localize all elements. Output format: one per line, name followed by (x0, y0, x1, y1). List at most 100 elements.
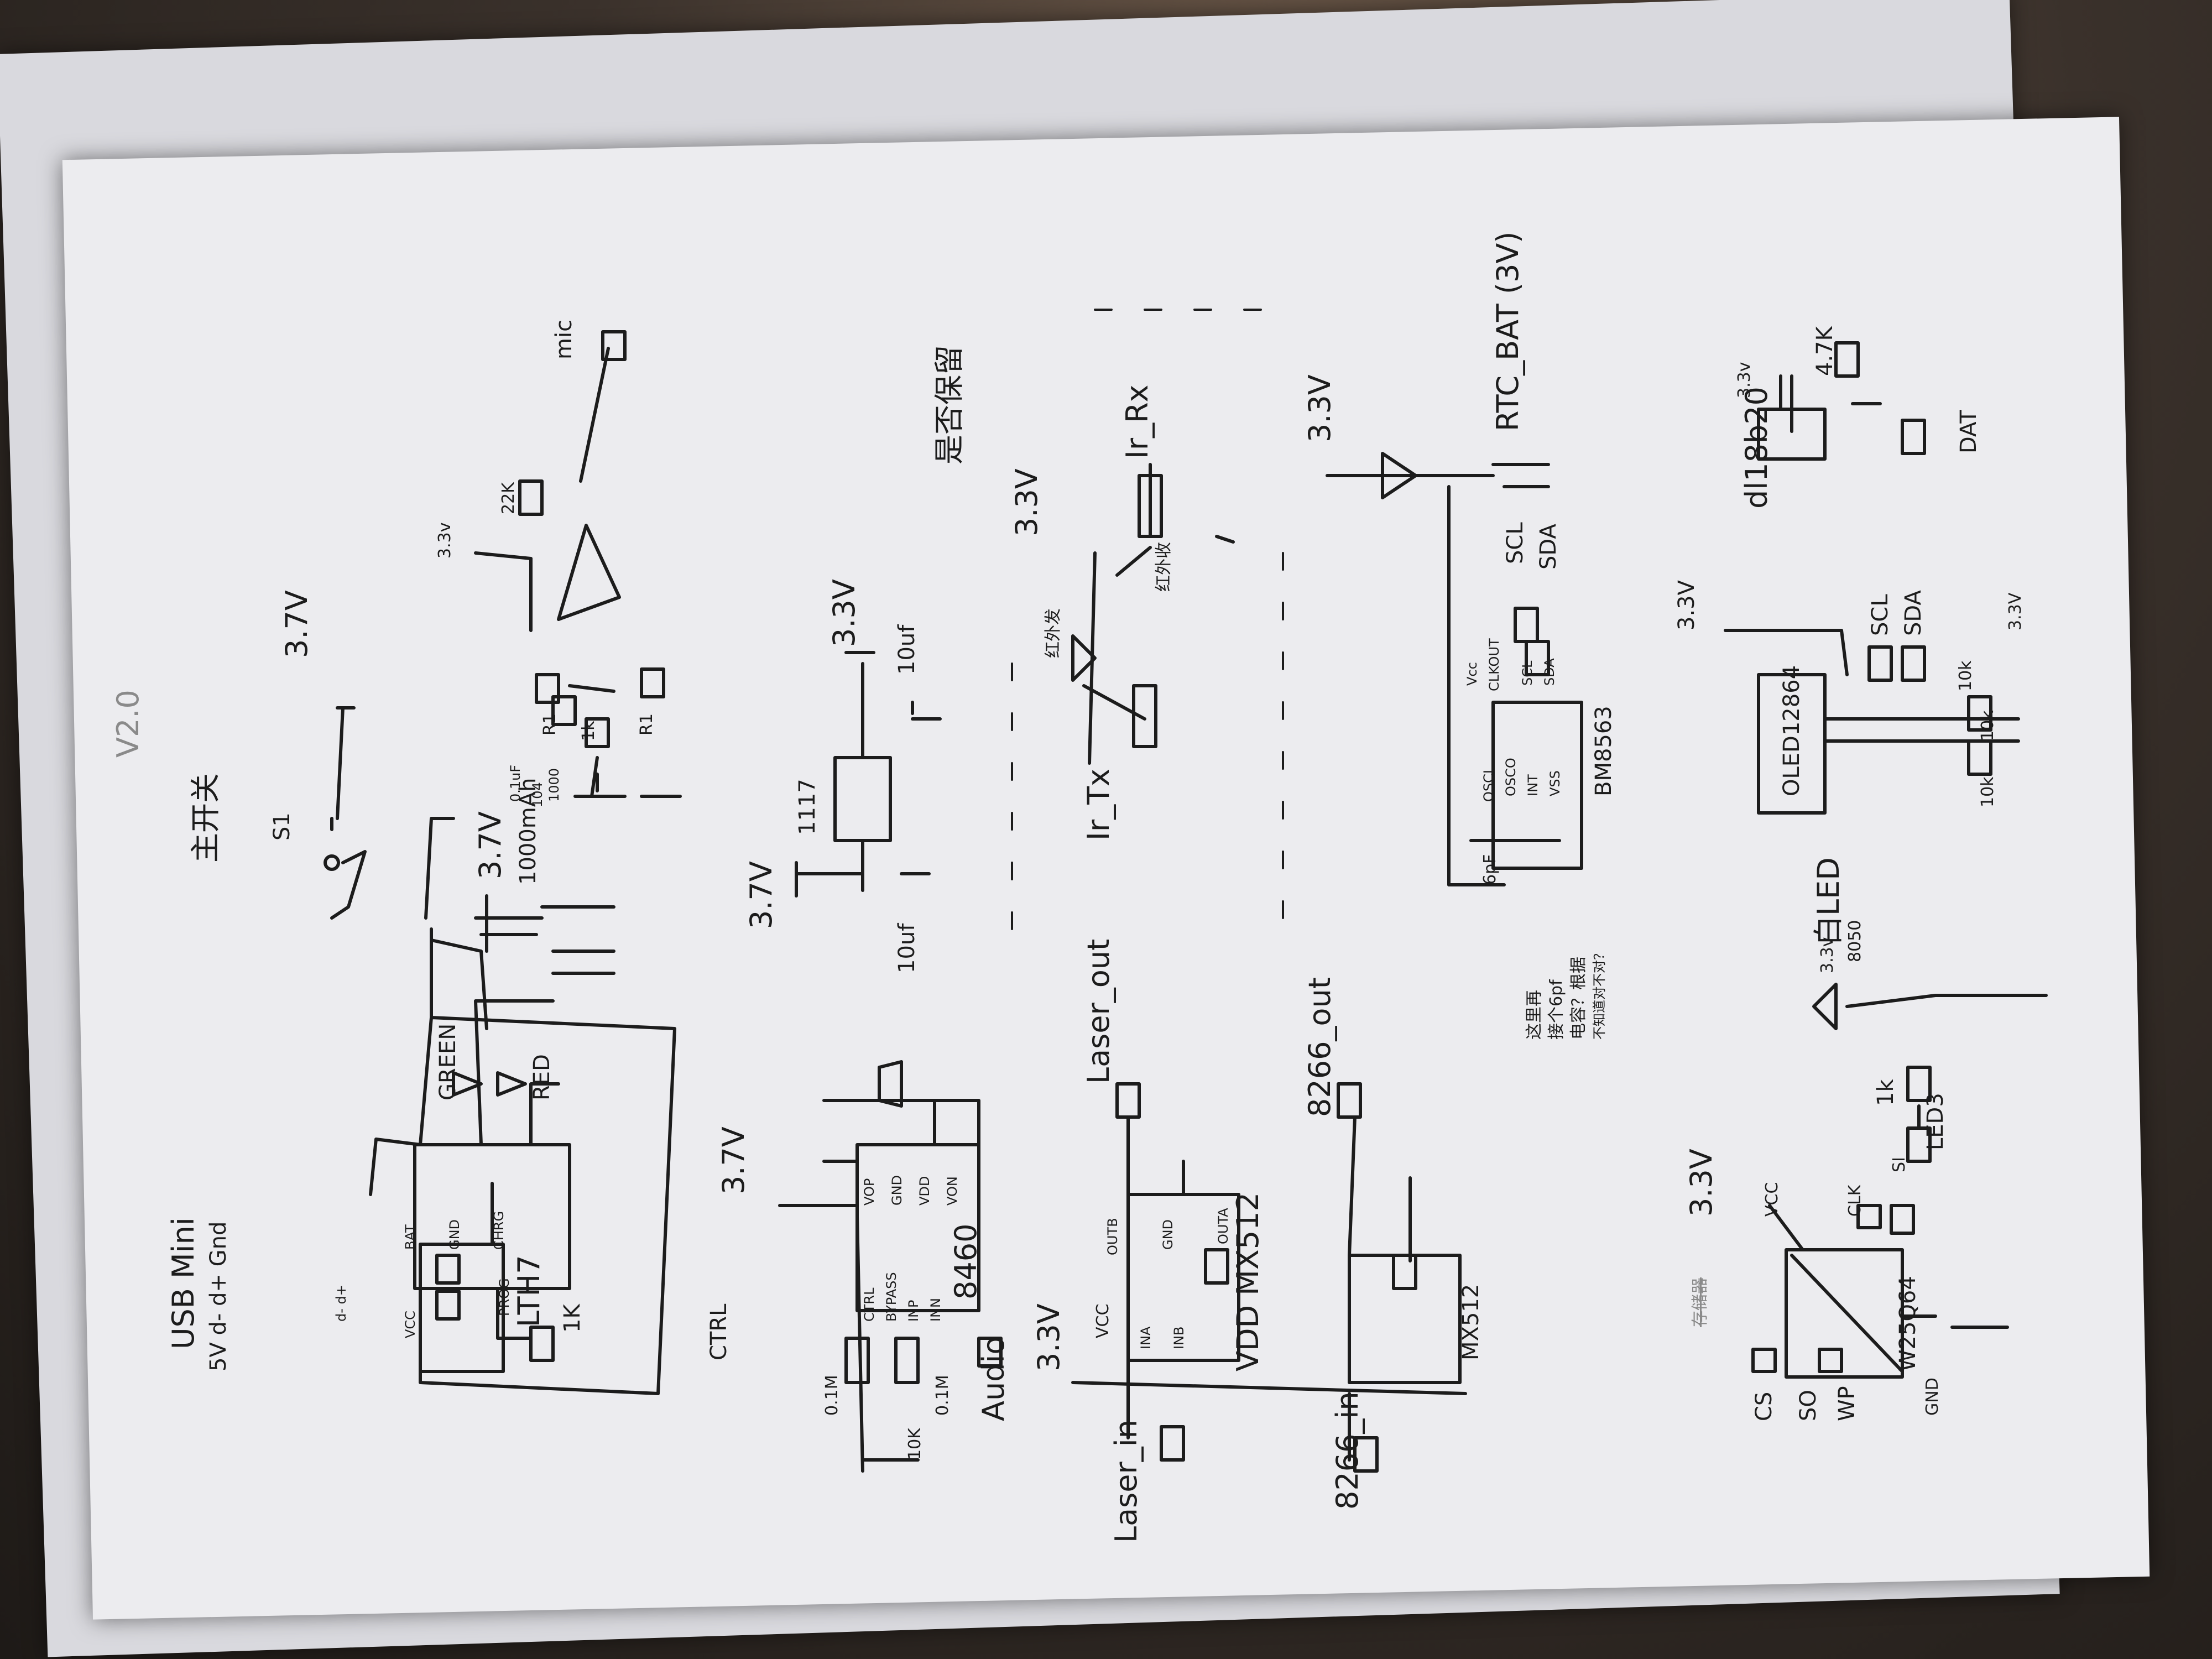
flash-ic-body (1785, 1248, 1904, 1379)
amp-part-1-label: 0.1M (822, 1375, 842, 1416)
amp-bypass-pin: BYPASS (884, 1272, 899, 1322)
rtc-battery-label: RTC_BAT (3V) (1490, 231, 1525, 432)
temp-pullup-label: 4.7K (1812, 326, 1838, 376)
ldo-section (795, 651, 942, 898)
oled-display-label: OLED12864 (1779, 665, 1804, 796)
amp-gnd-pin: GND (889, 1175, 905, 1206)
laser-in-label: Laser_in (1109, 1420, 1144, 1543)
esp-out-label: 8266_out (1302, 977, 1337, 1117)
charger-prog-label: PROG (497, 1278, 512, 1316)
laser-vcc-pin: VCC (1093, 1303, 1113, 1338)
oled-scl-label: SCL (1867, 594, 1893, 636)
rtc-scl-pin-label: SCL (1520, 660, 1535, 686)
ir-rail-label: 3.3V (1009, 468, 1044, 536)
mic-preamp-section (474, 330, 682, 798)
audio-rail-label: 3.7V (716, 1126, 751, 1194)
oled-rail-label: 3.3V (1674, 580, 1699, 630)
switch-ref-label: S1 (269, 812, 295, 841)
flash-section (1751, 1204, 2009, 1379)
audio-out-label: Audio (976, 1336, 1011, 1421)
oled-pullup-1-label: 10k (1956, 660, 1975, 691)
oled-section (1724, 629, 2020, 815)
mic-rail-label: 3.3v (435, 522, 455, 559)
green-led-symbol (452, 1071, 483, 1097)
mic-1k-label: 1k (579, 721, 598, 741)
flash-so-pin: SO (1796, 1390, 1821, 1421)
ldo-ic-body (833, 756, 892, 842)
mic-cap-label: 0.1uF (508, 764, 523, 802)
flash-crossed-label: 存储器 (1691, 1277, 1710, 1327)
flash-cs-pin: CS (1751, 1391, 1777, 1421)
status-pin-label: 8050 (1845, 920, 1865, 962)
rtc-ic-label: BM8563 (1591, 706, 1616, 796)
charger-gnd-label: GND (447, 1219, 462, 1250)
rtc-ic-body (1491, 701, 1583, 870)
amp-ctrl-pin: CTRL (862, 1287, 877, 1322)
amp-part-2-label: 10K (905, 1428, 925, 1460)
laser-rail-label: 3.3V (1031, 1303, 1066, 1371)
ldo-ic-label: 1117 (795, 779, 820, 835)
rtc-int-label: INT (1525, 774, 1541, 796)
ir-section (1071, 463, 1235, 765)
audio-amp-label: 8460 (948, 1223, 983, 1300)
red-led-symbol (496, 1071, 527, 1097)
ldo-cap-in-label: 10uf (894, 923, 920, 973)
flash-ic-label: W25Q64 (1895, 1276, 1921, 1371)
amp-von-pin: VON (945, 1176, 960, 1206)
green-led-label: GREEN (435, 1023, 461, 1100)
esp-in-label: 8266_in (1330, 1391, 1365, 1510)
oled-body (1757, 673, 1827, 815)
charger-section (324, 706, 676, 1395)
amp-part-3-label: 0.1M (933, 1375, 952, 1416)
rtc-note-line-1: 这里再 (1525, 990, 1544, 1040)
rtc-note-line-4: 不知道对不对？ (1592, 947, 1607, 1040)
laser-outa-pin: OUTA (1215, 1208, 1231, 1244)
ldo-cap-out-label: 10uf (894, 624, 920, 675)
status-led-section (1812, 983, 2048, 1163)
usb-connector-label: USB Mini (166, 1217, 201, 1349)
esp-driver-body (1348, 1254, 1462, 1384)
temp-sensor-label: dl18b20 (1739, 387, 1774, 509)
rtc-sda-label: SDA (1536, 524, 1561, 570)
ir-tx-led-label: 红外发 (1044, 608, 1063, 658)
amp-vop-pin: VOP (862, 1178, 877, 1206)
flash-clk-pin: CLK (1845, 1185, 1865, 1217)
usb-pins-label: 5V d- d+ Gnd (206, 1221, 231, 1371)
rtc-note-line-2: 接个6pf (1547, 979, 1566, 1040)
speaker-symbol (878, 1060, 903, 1108)
ldo-in-voltage-label: 3.7V (744, 861, 779, 929)
status-label: 白LED (1811, 857, 1846, 946)
laser-inb-pin: INB (1171, 1326, 1187, 1350)
main-switch-label: 主开关 (188, 773, 223, 863)
laser-section (1071, 1082, 1467, 1462)
ir-led-symbol (1071, 634, 1097, 682)
battery-voltage-label: 3.7V (473, 811, 508, 879)
charger-ic-body (413, 1143, 571, 1290)
ir-rx-part-label: 红外收 (1154, 542, 1173, 592)
opamp-symbol (557, 524, 621, 621)
charger-vcc-label: VCC (403, 1311, 418, 1338)
rtc-vcc-label: Vcc (1464, 662, 1480, 686)
esp-section (1337, 1082, 1462, 1473)
usb-pins-short-label: d- d+ (333, 1285, 349, 1322)
mic-cap-short-label: 104 (530, 782, 545, 807)
ir-note-label: 是否保留 (932, 345, 967, 465)
temp-section (1757, 341, 1926, 461)
amp-inn-pin: INN (928, 1298, 943, 1322)
laser-ic-label: VDD MX512 (1230, 1192, 1265, 1371)
flash-vcc-pin: VCC (1762, 1182, 1782, 1217)
ldo-out-voltage-label: 3.3V (827, 579, 862, 647)
rtc-cap-label: 6pF (1480, 854, 1500, 885)
laser-gnd-pin: GND (1160, 1219, 1176, 1250)
revision-title: V2.0 (111, 690, 145, 758)
rtc-clkout-label: CLKOUT (1486, 638, 1502, 691)
ir-rx-label: Ir_Rx (1120, 384, 1155, 459)
mic-label: mic (551, 319, 577, 359)
dashed-dividers (1011, 309, 1284, 941)
rtc-rail-label: 3.3V (1302, 374, 1337, 442)
rtc-section (1326, 452, 1583, 886)
amp-inp-pin: INP (906, 1300, 921, 1322)
oled-supply-label: 3.3V (2006, 592, 2025, 630)
amp-vdd-pin: VDD (917, 1176, 932, 1206)
